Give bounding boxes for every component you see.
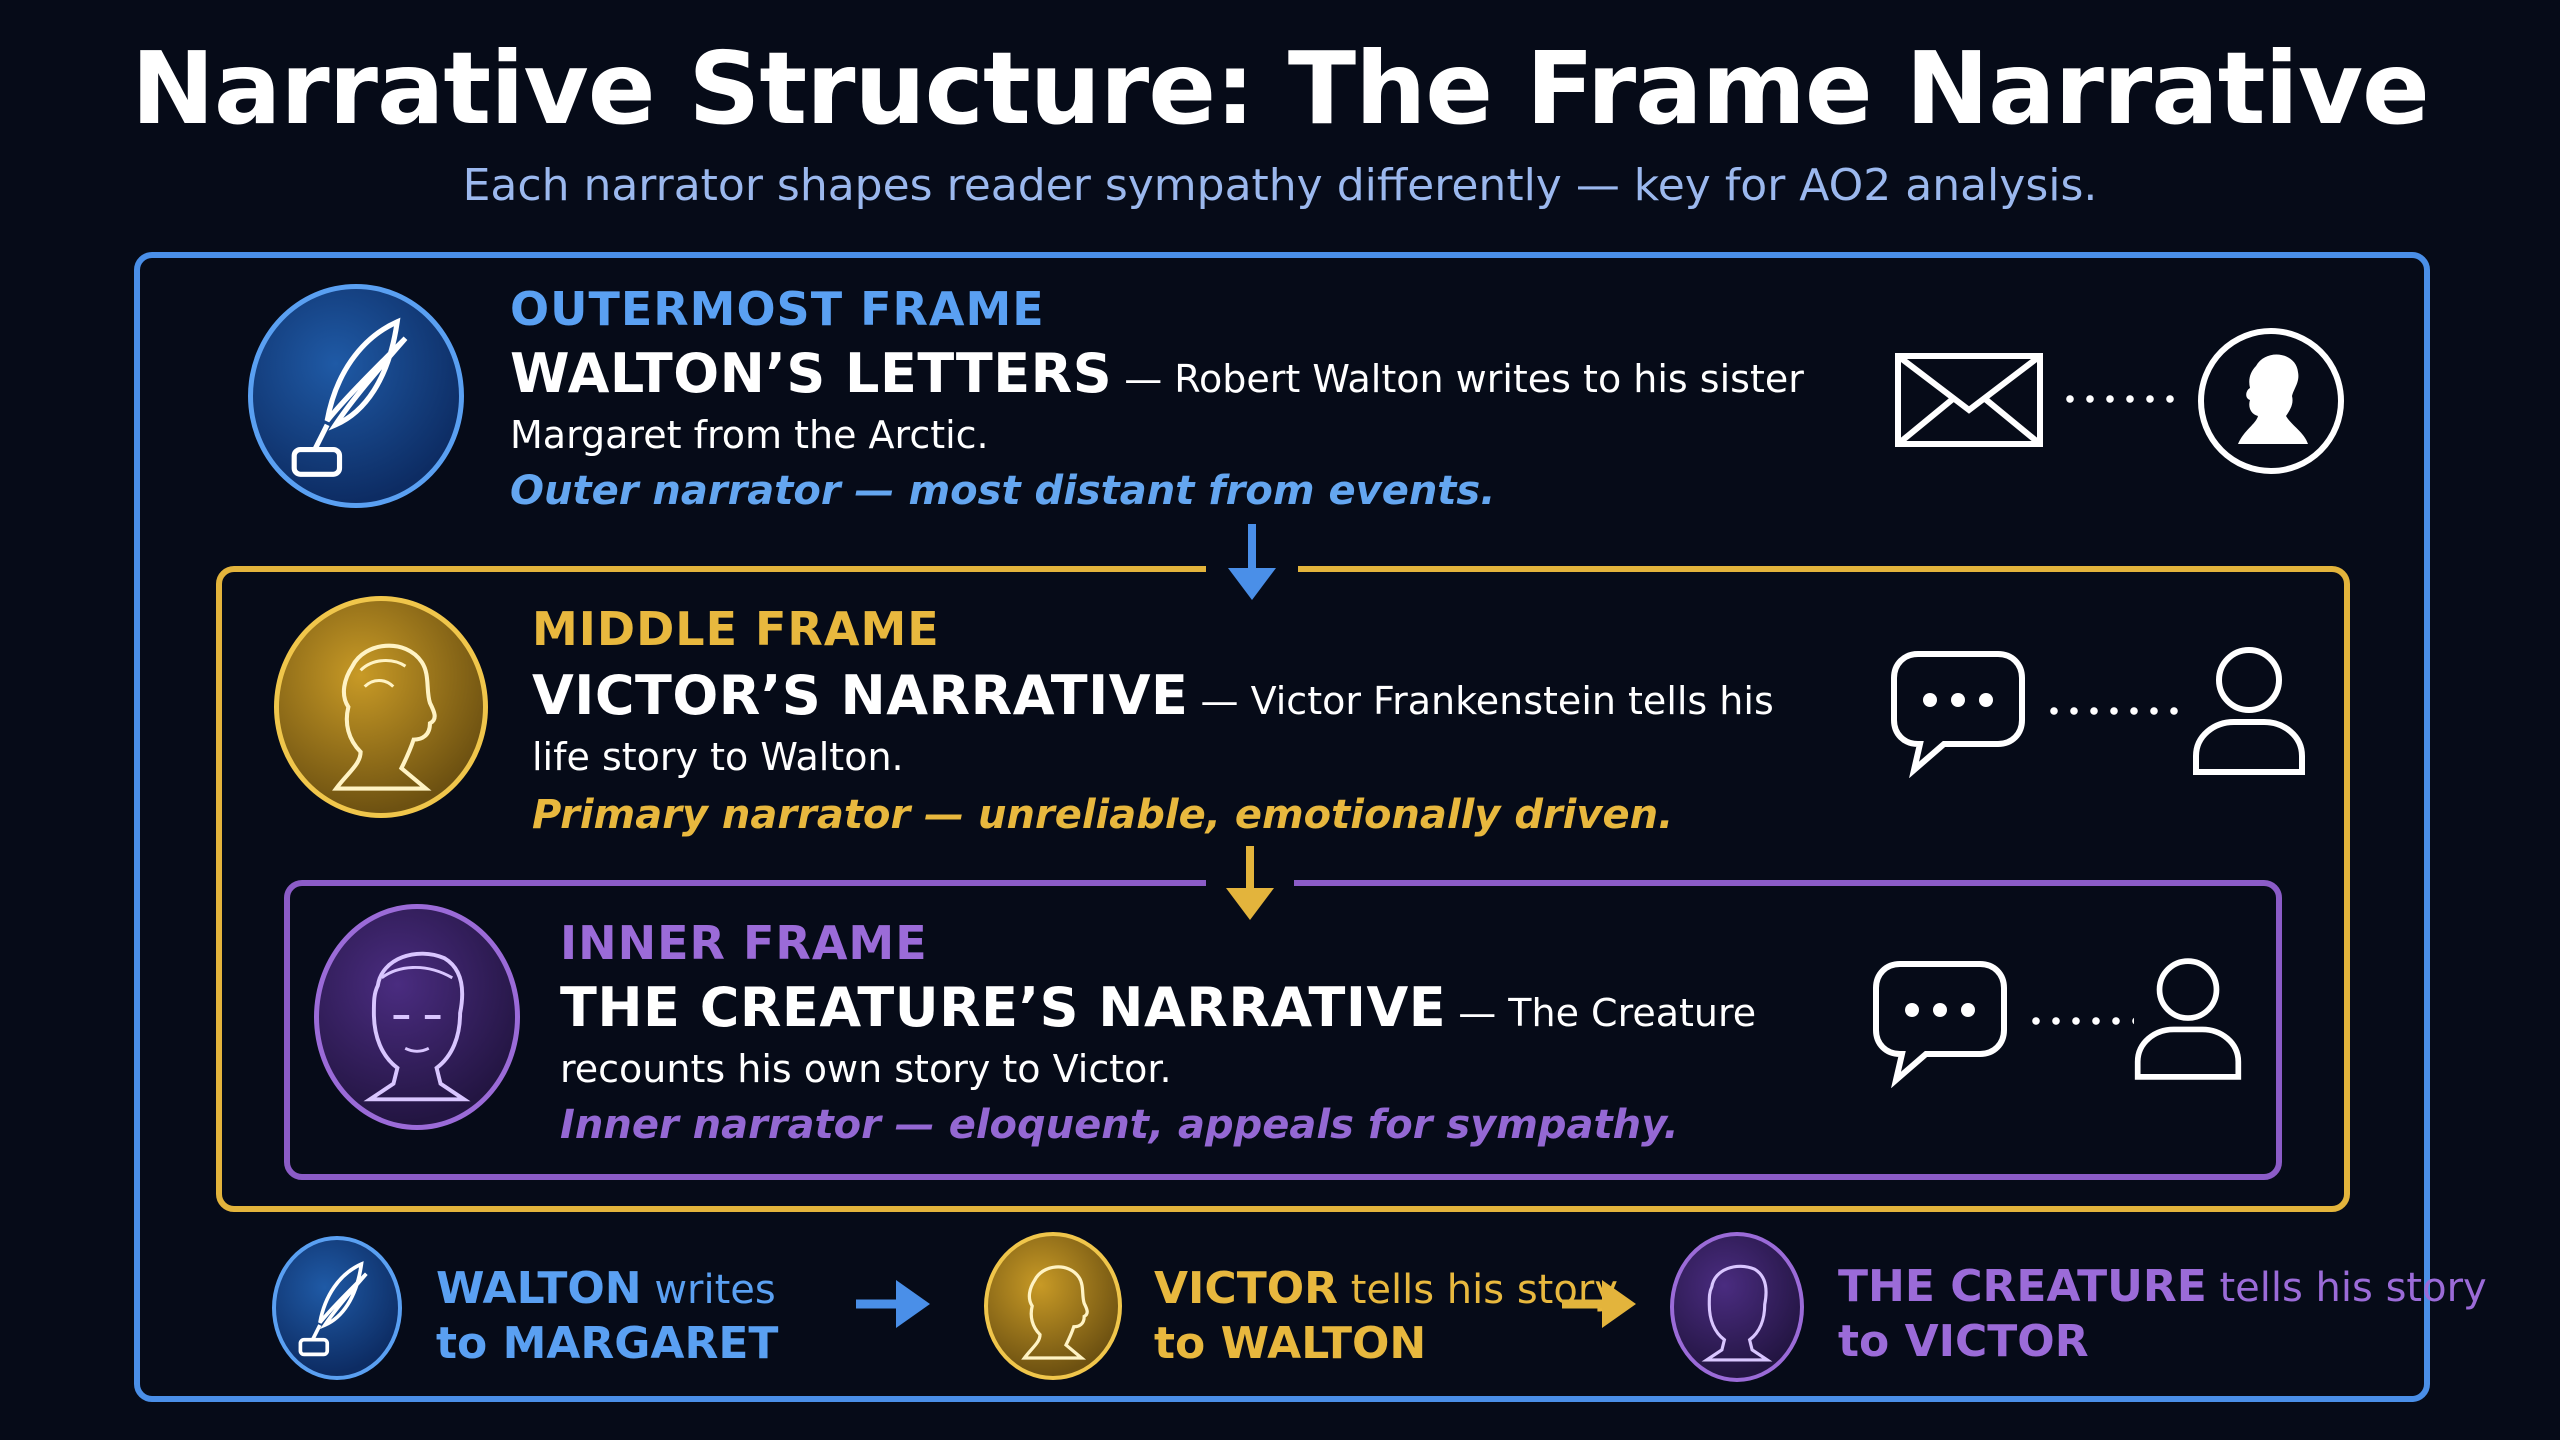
flow-step-walton: WALTON writes to MARGARET	[436, 1263, 779, 1369]
flow-step-creature: THE CREATURE tells his story to VICTOR	[1838, 1261, 2487, 1367]
creature-portrait-medallion-icon	[314, 904, 520, 1130]
inner-frame-heading: THE CREATURE’S NARRATIVE	[560, 976, 1447, 1039]
arrow-down-icon	[1226, 846, 1274, 920]
victor-portrait-medallion-icon	[274, 596, 488, 818]
middle-frame-label: MIDDLE FRAME	[532, 602, 940, 656]
flow-step-name: WALTON	[436, 1263, 642, 1314]
person-icon	[2193, 647, 2305, 775]
page-subtitle: Each narrator shapes reader sympathy dif…	[462, 160, 2098, 211]
outermost-frame-label: OUTERMOST FRAME	[510, 282, 1045, 336]
middle-frame-note: Primary narrator — unreliable, emotional…	[532, 792, 1674, 838]
flow-step-name: VICTOR	[1154, 1263, 1339, 1314]
arrow-right-icon	[1562, 1280, 1636, 1328]
quill-medallion-icon	[272, 1236, 402, 1380]
inner-frame-label: INNER FRAME	[560, 916, 928, 970]
creature-portrait-medallion-icon	[1670, 1232, 1804, 1382]
flow-step-victor: VICTOR tells his story to WALTON	[1154, 1263, 1618, 1369]
person-icon	[2134, 958, 2242, 1080]
middle-frame-description: VICTOR’S NARRATIVE — Victor Frankenstein…	[532, 664, 1774, 780]
speech-bubble-icon	[1891, 651, 2025, 778]
envelope-icon	[1895, 353, 2043, 447]
outermost-frame-box	[134, 252, 2430, 1402]
middle-frame-heading: VICTOR’S NARRATIVE	[532, 664, 1189, 727]
inner-frame-description: THE CREATURE’S NARRATIVE — The Creature …	[560, 976, 1757, 1092]
outermost-frame-description: WALTON’S LETTERS — Robert Walton writes …	[510, 342, 1804, 458]
quill-medallion-icon	[248, 284, 464, 508]
victor-portrait-medallion-icon	[984, 1232, 1122, 1380]
arrow-down-icon	[1228, 524, 1276, 600]
connector-dots	[2044, 706, 2184, 716]
inner-frame-text: The Creature recounts his own story to V…	[560, 991, 1757, 1091]
flow-step-name: THE CREATURE	[1838, 1261, 2207, 1312]
arrow-right-icon	[856, 1280, 930, 1328]
outermost-frame-heading: WALTON’S LETTERS	[510, 342, 1113, 405]
middle-frame-text: Victor Frankenstein tells his life story…	[532, 679, 1774, 779]
outermost-frame-text: Robert Walton writes to his sister Marga…	[510, 357, 1804, 457]
flow-step-recipient: to VICTOR	[1838, 1316, 2089, 1367]
connector-dots	[2060, 394, 2180, 404]
flow-step-recipient: to MARGARET	[436, 1318, 779, 1369]
woman-silhouette-icon	[2198, 328, 2344, 474]
speech-bubble-icon	[1873, 961, 2007, 1088]
inner-frame-note: Inner narrator — eloquent, appeals for s…	[560, 1102, 1679, 1148]
connector-dots	[2026, 1016, 2134, 1026]
flow-step-recipient: to WALTON	[1154, 1318, 1427, 1369]
outermost-frame-note: Outer narrator — most distant from event…	[510, 468, 1496, 514]
page-title: Narrative Structure: The Frame Narrative	[131, 30, 2430, 147]
